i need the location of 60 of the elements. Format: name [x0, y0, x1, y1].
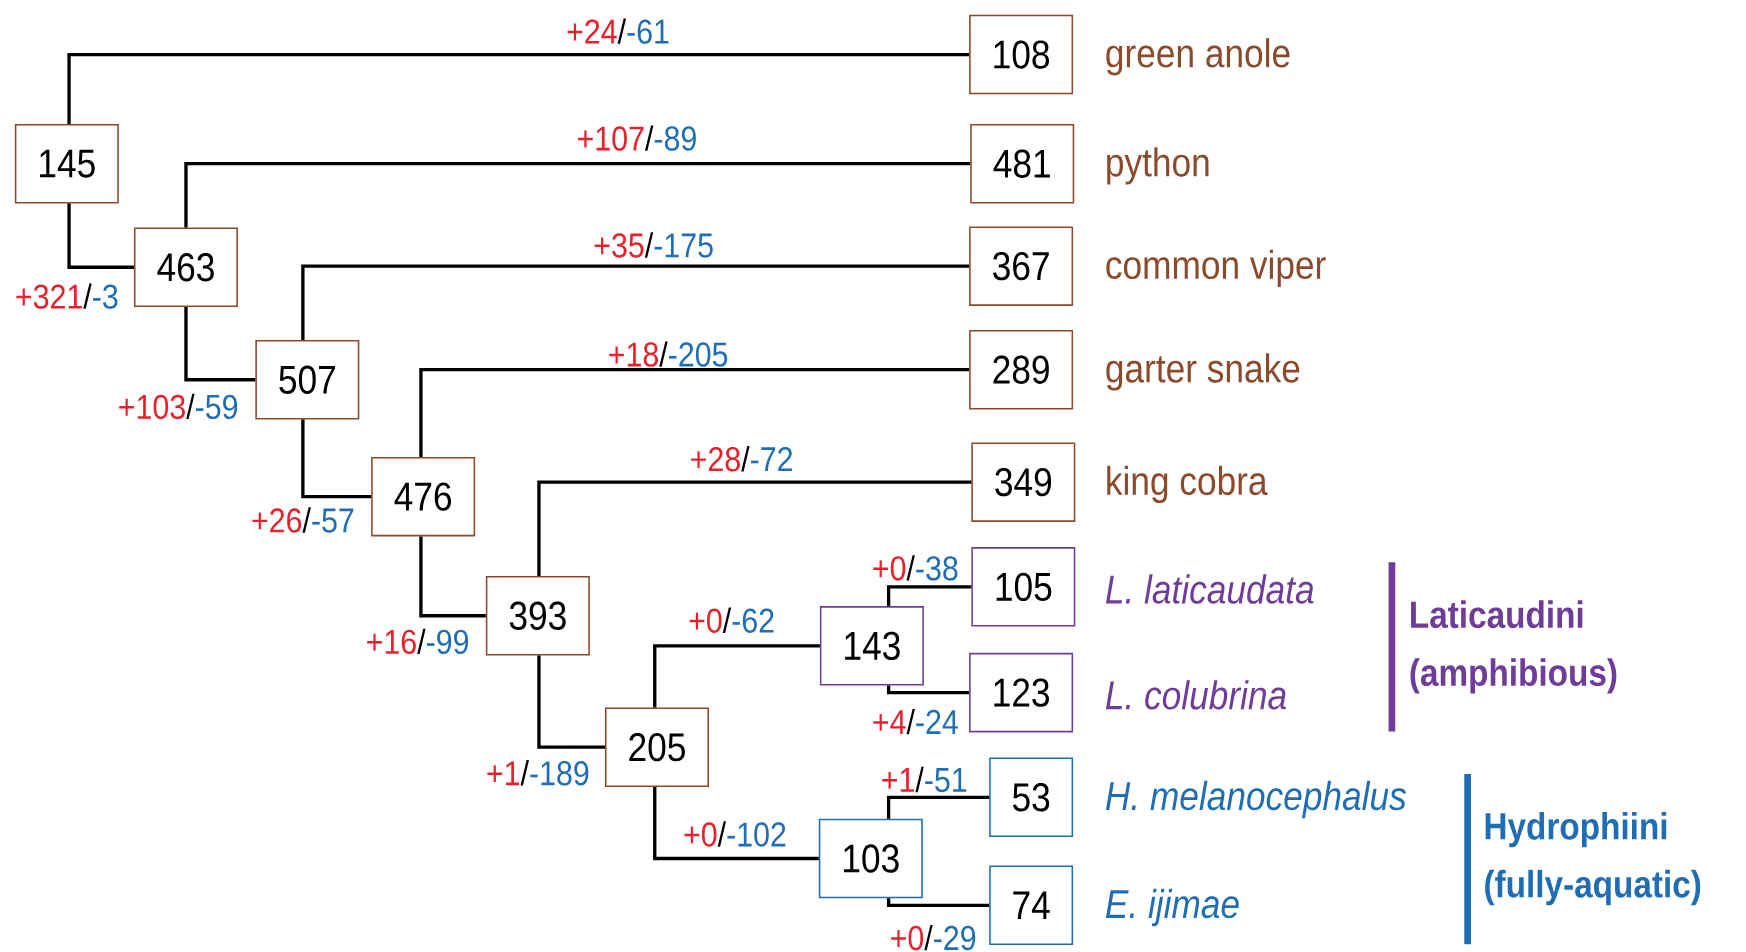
- gain-loss-label: +18/-205: [606, 340, 730, 368]
- species-name: green anole: [1106, 38, 1290, 76]
- species-name: common viper: [1106, 249, 1326, 287]
- count-box: 143: [819, 606, 924, 686]
- tree-branch: [537, 655, 605, 749]
- species-name: garter snake: [1106, 353, 1300, 391]
- tree-branch: [301, 419, 372, 499]
- count-box: 108: [969, 14, 1074, 95]
- species-name: king cobra: [1107, 465, 1268, 504]
- gain-loss-label: +24/-61: [564, 17, 672, 45]
- gain-loss-label: +1/-189: [484, 758, 591, 787]
- count-box: 105: [971, 547, 1076, 627]
- gain-loss-label: +4/-24: [870, 707, 960, 736]
- tree-branch: [537, 480, 972, 576]
- count-box: 393: [485, 576, 590, 656]
- count-box: 145: [14, 123, 119, 204]
- tree-branch: [184, 162, 971, 228]
- gain-loss-label: +103/-59: [116, 392, 240, 421]
- gain-loss-label: +321/-3: [13, 282, 120, 310]
- tree-branch: [301, 264, 970, 340]
- gain-loss-label: +28/-72: [688, 444, 795, 473]
- count-box: 289: [969, 329, 1074, 410]
- tree-branch: [886, 585, 972, 607]
- gain-loss-label: +26/-57: [249, 506, 356, 534]
- count-box: 463: [133, 227, 238, 307]
- count-box: 74: [989, 865, 1074, 946]
- clade-label: Hydrophiini (fully-aquatic): [1485, 811, 1701, 906]
- count-box: 349: [971, 442, 1076, 522]
- gain-loss-label: +0/-62: [687, 606, 777, 634]
- tree-branch: [184, 306, 256, 382]
- tree-branch: [419, 536, 486, 618]
- count-box: 205: [605, 707, 709, 787]
- species-name: E. ijimae: [1105, 888, 1239, 927]
- species-name: L. laticaudata: [1105, 574, 1314, 604]
- gain-loss-label: +0/-38: [870, 554, 960, 582]
- clade-label: Laticaudini (amphibious): [1410, 600, 1617, 694]
- gain-loss-label: +107/-89: [575, 124, 699, 152]
- count-box: 367: [969, 226, 1074, 306]
- species-name: H. melanocephalus: [1105, 780, 1407, 819]
- tree-branch: [67, 52, 970, 124]
- species-name: python: [1107, 147, 1209, 185]
- tree-branch: [886, 898, 990, 907]
- tree-branch: [419, 368, 970, 457]
- tree-branch: [653, 786, 819, 861]
- gain-loss-label: +1/-51: [879, 765, 969, 794]
- gain-loss-label: +16/-99: [364, 627, 471, 656]
- tree-branch: [886, 685, 970, 695]
- count-box: 507: [255, 339, 360, 420]
- tree-branch: [653, 644, 820, 708]
- tree-branch: [67, 203, 134, 269]
- gain-loss-label: +35/-175: [592, 231, 716, 259]
- count-box: 476: [371, 456, 476, 537]
- species-name: L. colubrina: [1105, 680, 1286, 710]
- gain-loss-label: +0/-29: [888, 923, 978, 952]
- count-box: 53: [989, 757, 1074, 837]
- count-box: 103: [818, 818, 923, 899]
- count-box: 123: [969, 652, 1074, 733]
- gain-loss-label: +0/-102: [681, 820, 788, 848]
- count-box: 481: [970, 123, 1075, 204]
- tree-branch: [886, 795, 990, 819]
